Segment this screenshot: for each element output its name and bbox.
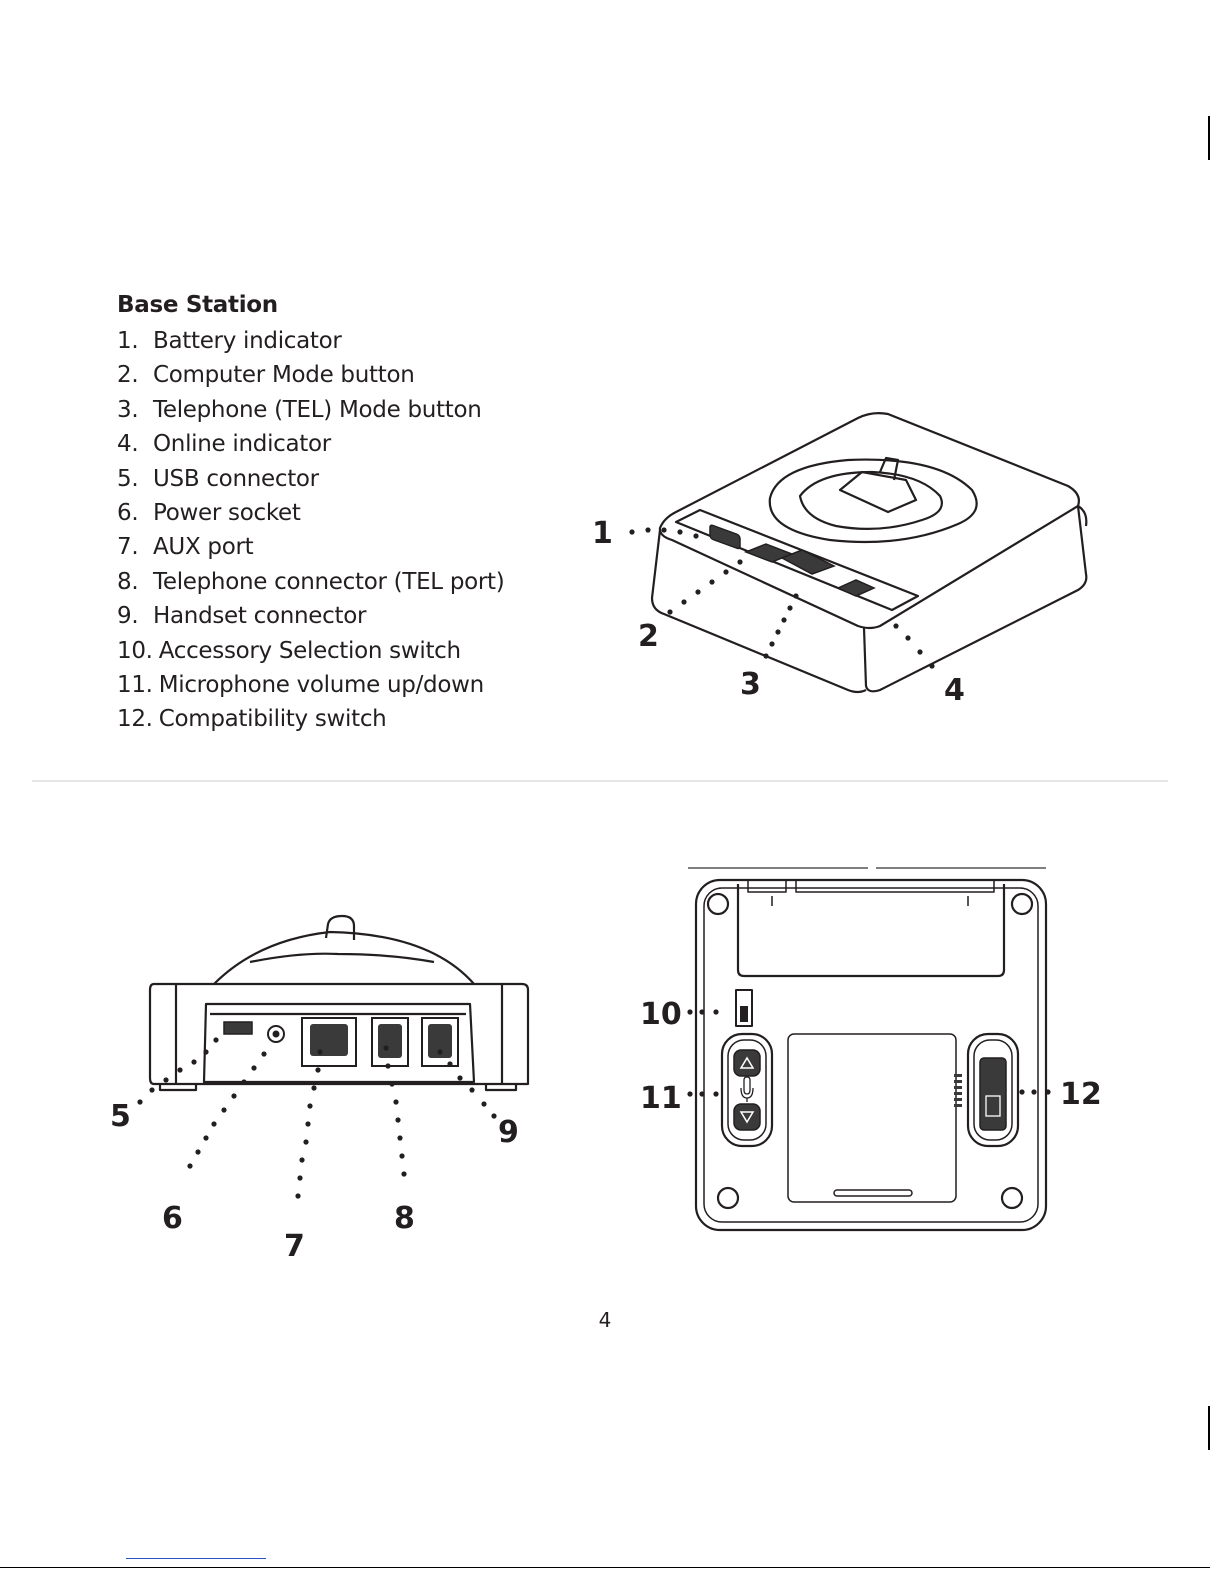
list-item: 8. Telephone connector (TEL port) (117, 565, 505, 599)
item-label: Telephone (TEL) Mode button (153, 396, 482, 423)
control-strip (674, 508, 920, 612)
callout-5: 5 (110, 1099, 131, 1134)
list-item: 9. Handset connector (117, 599, 504, 633)
battery-indicator (709, 524, 741, 550)
callout-8: 8 (394, 1201, 415, 1236)
callout-1: 1 (592, 516, 613, 551)
mic-volume-down-button (733, 1103, 761, 1131)
item-label: Telephone connector (TEL port) (153, 568, 505, 595)
item-number: 11. (117, 671, 153, 698)
section-heading: Base Station (117, 292, 278, 318)
list-item: 1. Battery indicator (117, 324, 504, 358)
list-item: 4. Online indicator (117, 427, 504, 461)
microphone-icon (740, 1076, 754, 1102)
base-station-rear-view: 5 6 7 8 9 (110, 914, 530, 1264)
compatibility-switch (966, 1032, 1020, 1148)
item-label: Battery indicator (153, 328, 342, 354)
section-divider (32, 780, 1168, 782)
callout-4: 4 (944, 673, 965, 708)
base-bottom-outline (694, 878, 1048, 1232)
battery-compartment (736, 884, 1006, 978)
item-number: 3. (117, 396, 139, 423)
online-indicator (836, 579, 876, 597)
crop-mark (1208, 116, 1210, 160)
item-label: Computer Mode button (153, 362, 415, 389)
item-number: 1. (117, 328, 139, 354)
item-number: 4. (117, 431, 139, 458)
callout-9: 9 (498, 1115, 519, 1150)
base-station-top-view: 1 2 3 4 (592, 412, 1088, 708)
list-item: 5. USB connector (117, 462, 504, 496)
cradle-clip (324, 914, 356, 940)
label-area (787, 1033, 957, 1203)
item-number: 12. (117, 706, 153, 733)
item-label: Microphone volume up/down (158, 671, 485, 698)
footer-rule (0, 1567, 1210, 1568)
list-item: 12.Compatibility switch (117, 702, 504, 736)
base-body (148, 982, 530, 1086)
item-label: Power socket (153, 499, 301, 526)
usb-connector (223, 1021, 253, 1035)
page-number: 4 (598, 1308, 612, 1332)
telephone-mode-button (780, 549, 836, 575)
item-label: Handset connector (153, 603, 367, 630)
list-item: 3. Telephone (TEL) Mode button (117, 393, 504, 427)
item-number: 8. (117, 568, 139, 595)
switch-position-marks (954, 1074, 962, 1107)
cradle-dome (213, 930, 475, 985)
list-item: 6. Power socket (117, 496, 504, 530)
item-label: Accessory Selection switch (158, 637, 461, 664)
port-panel (202, 1002, 476, 1084)
callout-10: 10 (640, 997, 682, 1032)
base-front-face (650, 529, 867, 694)
item-number: 7. (117, 534, 139, 561)
item-number: 10. (117, 637, 153, 664)
callout-leaders-top (629, 527, 935, 669)
base-station-bottom-view: 10 11 12 (640, 867, 1102, 1232)
item-number: 6. (117, 499, 139, 526)
callout-11: 11 (640, 1081, 682, 1116)
item-number: 2. (117, 362, 139, 389)
list-item: 11.Microphone volume up/down (117, 668, 504, 702)
callout-12: 12 (1060, 1077, 1102, 1112)
item-label: USB connector (153, 465, 319, 492)
item-number: 5. (117, 465, 139, 492)
base-side-face (862, 505, 1088, 693)
item-number: 9. (117, 603, 139, 630)
mic-volume-up-button (733, 1049, 761, 1077)
parts-list: 1. Battery indicator 2. Computer Mode butt… (117, 324, 505, 737)
base-top-face (658, 412, 1080, 630)
list-item: 10.Accessory Selection switch (117, 634, 504, 668)
mic-volume-control (720, 1032, 774, 1148)
list-item: 7. AUX port (117, 530, 504, 564)
callout-6: 6 (162, 1201, 183, 1236)
callout-2: 2 (638, 619, 659, 654)
list-item: 2. Computer Mode button (117, 358, 504, 392)
callout-7: 7 (284, 1229, 305, 1264)
item-label: AUX port (153, 534, 254, 561)
headset-cradle (768, 458, 978, 544)
callout-3: 3 (740, 667, 761, 702)
callout-leaders-rear (137, 1037, 497, 1199)
accessory-selection-switch (735, 989, 753, 1027)
callout-leaders-bottom (687, 1009, 1051, 1097)
item-label: Online indicator (153, 431, 331, 458)
crop-mark (1208, 1406, 1210, 1450)
item-label: Compatibility switch (158, 706, 387, 733)
footer-link-underline (126, 1558, 266, 1559)
